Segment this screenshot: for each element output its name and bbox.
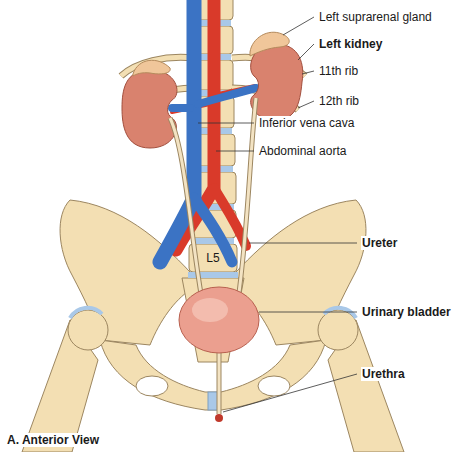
cartilage — [70, 308, 102, 318]
part-label: 11th rib — [318, 64, 359, 78]
obturator-foramen — [258, 376, 290, 396]
part-label: 12th rib — [318, 94, 360, 108]
femoral-head — [318, 310, 358, 350]
renal-vein — [198, 88, 256, 104]
part-label: Abdominal aorta — [258, 144, 347, 158]
leader-line — [223, 374, 357, 412]
cartilage — [324, 308, 356, 318]
urethral-opening — [215, 414, 223, 422]
leader-line — [302, 71, 314, 74]
leader-line — [259, 312, 357, 313]
bladder-highlight — [192, 298, 228, 322]
ureters — [170, 98, 256, 300]
part-label: Left suprarenal gland — [318, 10, 433, 24]
leader-line — [298, 101, 314, 108]
part-label: Urinary bladder — [361, 305, 452, 319]
urethra — [218, 350, 221, 414]
pelvis — [22, 200, 404, 452]
leader-line — [198, 123, 254, 124]
renal-vein — [172, 104, 190, 112]
right-kidney — [122, 70, 177, 148]
part-label: Inferior vena cava — [258, 116, 355, 130]
right-suprarenal-gland — [133, 60, 170, 76]
left-kidney — [251, 44, 303, 120]
obturator-foramen — [136, 376, 168, 396]
part-label: Left kidney — [318, 37, 383, 51]
leader-line — [216, 151, 254, 152]
femoral-head — [68, 310, 108, 350]
left-suprarenal-gland — [250, 32, 289, 56]
urinary-bladder — [179, 287, 259, 353]
leader-line — [298, 44, 314, 60]
vertebra-label: L5 — [205, 251, 220, 265]
part-label: Ureter — [361, 236, 398, 250]
leader-line — [249, 243, 357, 244]
figure-caption: A. Anterior View — [6, 433, 100, 447]
part-label: Urethra — [361, 367, 406, 381]
urethra — [217, 350, 222, 414]
leader-line — [283, 17, 314, 35]
